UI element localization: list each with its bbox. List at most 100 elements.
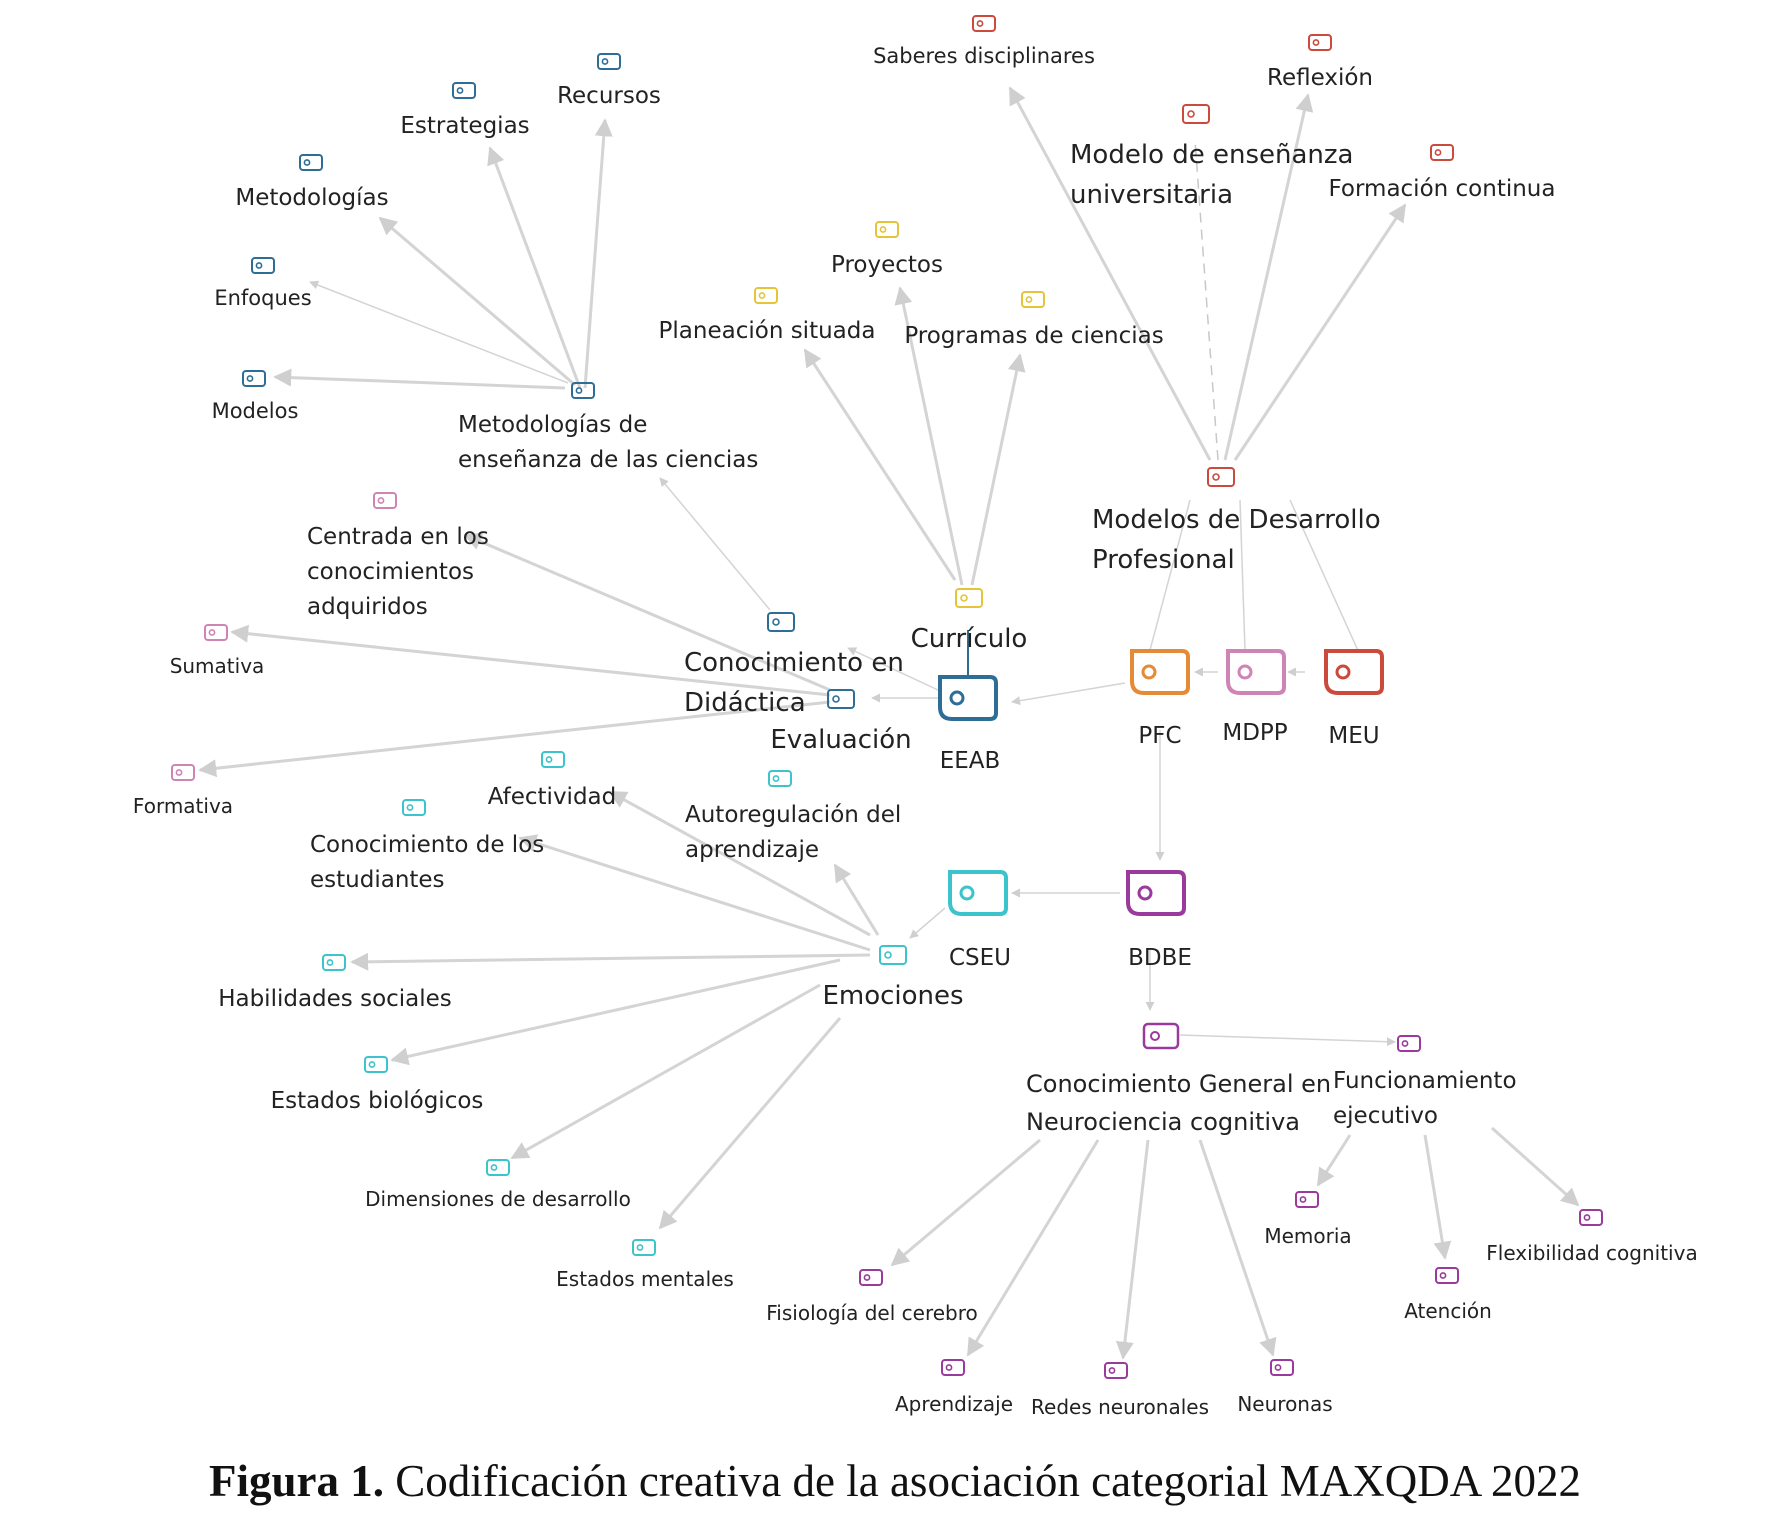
icon-layer (171, 15, 1603, 1379)
afectividad-label: Afectividad (488, 784, 617, 810)
edge-cgn-func (1179, 1034, 1396, 1047)
proyectos-code-icon[interactable] (875, 221, 899, 238)
dimensiones-code-icon[interactable] (486, 1159, 510, 1176)
atencion-code-icon[interactable] (1435, 1267, 1459, 1284)
memoria-code-icon[interactable] (1295, 1191, 1319, 1208)
mdpp-label: MDPP (1222, 720, 1287, 746)
edge-met-enfoques (309, 280, 569, 384)
estrategias-code-icon[interactable] (452, 82, 476, 99)
habilidades-code-icon[interactable] (322, 954, 346, 971)
edge-cseu-emociones (909, 907, 946, 939)
evaluacion-code-icon[interactable] (827, 689, 855, 709)
met-ens-code-icon[interactable] (571, 382, 595, 399)
modelo-ens-code-icon[interactable] (1182, 104, 1210, 124)
func-label-2: ejecutivo (1333, 1103, 1438, 1129)
autoreg-code-icon[interactable] (768, 770, 792, 787)
enfoques-code-icon[interactable] (251, 257, 275, 274)
modelo-ens-label-2: universitaria (1070, 180, 1233, 210)
redes-code-icon[interactable] (1104, 1362, 1128, 1379)
eeab-label: EEAB (940, 748, 1001, 774)
modelos-code-icon[interactable] (242, 370, 266, 387)
cono-did-label-1: Conocimiento en (684, 648, 904, 678)
modelos-label: Modelos (212, 399, 299, 423)
estados-bio-code-icon[interactable] (364, 1056, 388, 1073)
edge-cgn-redes (1115, 1139, 1150, 1360)
edge-func-flexibilidad (1490, 1126, 1580, 1207)
estados-bio-label: Estados biológicos (271, 1088, 484, 1114)
edge-mdp-mdpp (1239, 499, 1246, 651)
cgn-label-2: Neurociencia cognitiva (1026, 1108, 1300, 1136)
sumativa-label: Sumativa (170, 654, 265, 678)
func-label-1: Funcionamiento (1333, 1068, 1517, 1094)
flexibilidad-label: Flexibilidad cognitiva (1486, 1241, 1697, 1265)
mod-des-label-1: Modelos de Desarrollo (1092, 505, 1381, 535)
modelo-ens-label-1: Modelo de enseñanza (1070, 140, 1354, 170)
fisiologia-label: Fisiología del cerebro (766, 1301, 978, 1325)
cono-did-label-2: Didáctica (684, 688, 806, 718)
aprendizaje-label: Aprendizaje (895, 1392, 1013, 1416)
recursos-code-icon[interactable] (597, 53, 621, 70)
proyectos-label: Proyectos (831, 252, 943, 278)
met-ens-label-1: Metodologías de (458, 412, 647, 438)
edge-met-modelos (273, 368, 566, 390)
meu-code-icon[interactable] (1324, 649, 1384, 695)
mod-des-label-2: Profesional (1092, 545, 1235, 575)
cono-did-code-icon[interactable] (767, 612, 795, 632)
bdbe-code-icon[interactable] (1126, 870, 1186, 916)
edge-emo-estadosmen (658, 1017, 842, 1230)
edge-cur-proyectos (894, 286, 964, 586)
cono-est-code-icon[interactable] (402, 799, 426, 816)
cseu-code-icon[interactable] (948, 870, 1008, 916)
autoreg-label-2: aprendizaje (685, 837, 819, 863)
metodologias-code-icon[interactable] (299, 154, 323, 171)
cono-est-label-1: Conocimiento de los (310, 832, 544, 858)
programas-code-icon[interactable] (1021, 291, 1045, 308)
centrada-code-icon[interactable] (373, 492, 397, 509)
meu-label: MEU (1328, 723, 1379, 749)
cono-est-label-2: estudiantes (310, 867, 445, 893)
memoria-label: Memoria (1264, 1224, 1351, 1248)
edge-cgn-fisiologia (890, 1138, 1041, 1267)
edge-emo-dimensiones (510, 983, 821, 1160)
edge-layer (198, 86, 1580, 1360)
dimensiones-label: Dimensiones de desarrollo (365, 1187, 631, 1211)
planeacion-label: Planeación situada (659, 318, 876, 344)
emociones-code-icon[interactable] (879, 945, 907, 965)
autoreg-label-1: Autoregulación del (685, 802, 901, 828)
flexibilidad-code-icon[interactable] (1579, 1209, 1603, 1226)
estados-men-code-icon[interactable] (632, 1239, 656, 1256)
redes-label: Redes neuronales (1031, 1395, 1209, 1419)
metodologias-label: Metodologías (235, 185, 388, 211)
edge-met-estrategias (487, 146, 582, 389)
eeab-code-icon[interactable] (938, 675, 998, 721)
edge-mdp-reflexion (1223, 93, 1314, 461)
estados-men-label: Estados mentales (556, 1267, 734, 1291)
mod-des-code-icon[interactable] (1207, 467, 1235, 487)
edge-mdp-pfc (1149, 499, 1191, 651)
afectividad-code-icon[interactable] (541, 751, 565, 768)
cgn-code-icon[interactable] (1142, 1022, 1180, 1050)
sumativa-code-icon[interactable] (204, 624, 228, 641)
curriculo-code-icon[interactable] (955, 588, 983, 608)
edge-pfc-eeab (1011, 682, 1126, 706)
func-code-icon[interactable] (1397, 1035, 1421, 1052)
formacion-code-icon[interactable] (1430, 144, 1454, 161)
fisiologia-code-icon[interactable] (859, 1269, 883, 1286)
edge-eval-centrada (463, 533, 831, 692)
formativa-code-icon[interactable] (171, 764, 195, 781)
edge-eval-formativa (198, 700, 831, 778)
mdpp-code-icon[interactable] (1226, 649, 1286, 695)
pfc-code-icon[interactable] (1130, 649, 1190, 695)
saberes-code-icon[interactable] (972, 15, 996, 32)
reflexion-label: Reflexión (1267, 65, 1373, 91)
reflexion-code-icon[interactable] (1308, 34, 1332, 51)
aprendizaje-code-icon[interactable] (941, 1359, 965, 1376)
edge-cur-programas (970, 353, 1026, 586)
planeacion-code-icon[interactable] (754, 287, 778, 304)
edge-eeab-didactica (847, 647, 939, 691)
met-ens-label-2: enseñanza de las ciencias (458, 447, 758, 473)
edge-cur-planeacion (803, 348, 957, 581)
edge-cgn-aprendizaje (966, 1139, 1100, 1357)
neuronas-code-icon[interactable] (1270, 1359, 1294, 1376)
saberes-label: Saberes disciplinares (873, 44, 1095, 68)
